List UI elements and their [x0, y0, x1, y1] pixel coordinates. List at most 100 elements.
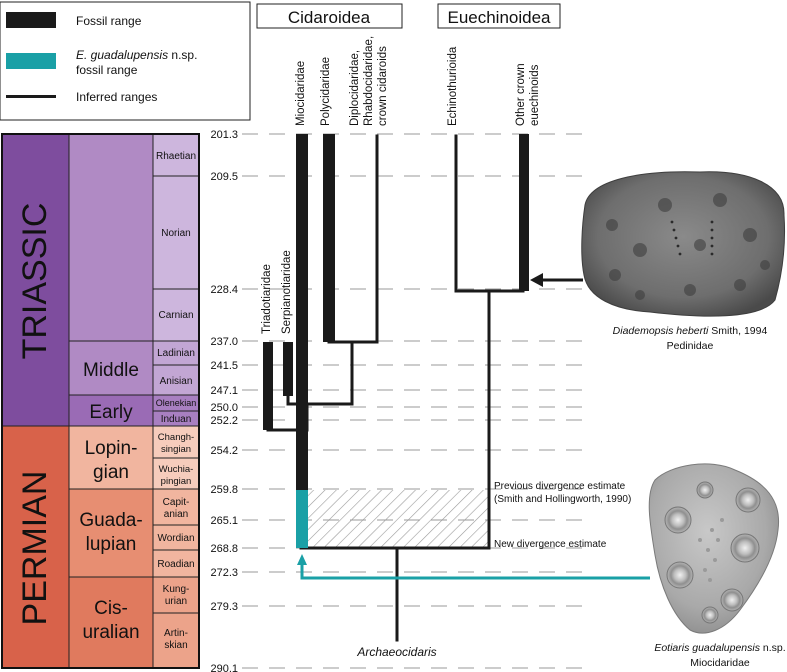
age-label: 290.1: [210, 663, 238, 672]
stage-label-capit1: Capit-: [163, 497, 190, 508]
svg-text:E. guadalupensis n.sp.: E. guadalupensis n.sp.: [76, 48, 197, 62]
stage-label-induan: Induan: [161, 414, 192, 425]
eotiaris-arrowhead: [297, 554, 307, 565]
stage-anisian: [152, 364, 200, 396]
age-label: 268.8: [210, 543, 238, 555]
divergence-uncertainty-area: [305, 490, 490, 548]
taxon-label-polycidaridae: Polycidaridae: [320, 57, 332, 126]
epoch-label-early: Early: [89, 402, 133, 423]
stage-label-capit2: anian: [164, 509, 188, 520]
age-label: 250.0: [210, 402, 238, 414]
taxon-label-archaeocidaris: Archaeocidaris: [356, 645, 436, 659]
epoch-cisuralian: [68, 576, 154, 669]
age-label: 228.4: [210, 284, 238, 296]
legend-inferred-label: Inferred ranges: [76, 90, 157, 104]
epoch-label-lopin2: gian: [93, 462, 129, 483]
epoch-middle-triassic: [68, 340, 154, 396]
epoch-label-guada1: Guada-: [79, 510, 142, 531]
caption-eotiaris-species: Eotiaris guadalupensis: [654, 642, 760, 654]
epoch-guadalupian: [68, 488, 154, 578]
age-label: 247.1: [210, 385, 238, 397]
period-label-triassic: TRIASSIC: [16, 203, 54, 360]
annotation-previous-2: (Smith and Hollingworth, 1990): [494, 494, 631, 505]
fossil-range-triadotiaridae: [263, 342, 273, 430]
stage-label-anisian: Anisian: [160, 376, 193, 387]
fossil-range-other-euechinoids: [519, 134, 529, 291]
caption-diademopsis-author: Smith, 1994: [708, 325, 767, 337]
stage-label-artin1: Artin-: [164, 628, 188, 639]
stage-label-changh1: Changh-: [158, 432, 194, 443]
svg-text:Eotiaris guadalupensis n.sp.: Eotiaris guadalupensis n.sp.: [654, 642, 785, 654]
taxon-label-miocidaridae: Miocidaridae: [295, 61, 307, 126]
age-label: 259.8: [210, 484, 238, 496]
epoch-label-guada2: lupian: [86, 534, 137, 555]
taxon-label-diplo3: crown cidaroids: [377, 46, 389, 126]
fossil-range-serpianotiaridae: [283, 342, 293, 396]
epoch-label-middle: Middle: [83, 360, 139, 381]
annotation-new-estimate: New divergence estimate: [494, 539, 607, 550]
stage-label-norian: Norian: [161, 228, 190, 239]
epoch-label-cis2: uralian: [82, 622, 139, 643]
stage-label-changh2: singian: [161, 444, 191, 455]
epoch-late-triassic: [68, 133, 154, 342]
age-label: 241.5: [210, 360, 238, 372]
stage-label-wordian: Wordian: [157, 533, 194, 544]
clade-box-euechinoidea: [437, 3, 561, 29]
eotiaris-fossil-image: [648, 463, 780, 634]
period-triassic: [1, 133, 70, 427]
legend-species-suffix: n.sp.: [168, 48, 197, 62]
taxon-label-diplo2: Rhabdocidaridae,: [363, 36, 375, 126]
taxon-label-echinothurioida: Echinothurioida: [447, 46, 459, 126]
legend-species-name: E. guadalupensis: [76, 48, 168, 62]
epoch-early-triassic: [68, 394, 154, 427]
epoch-label-lopin1: Lopin-: [85, 438, 138, 459]
taxon-label-diplo1: Diplocidaridae,: [349, 50, 361, 126]
taxon-label-other2: euechinoids: [529, 64, 541, 126]
stage-label-rhaetian: Rhaetian: [156, 151, 196, 162]
diademopsis-fossil-image: [581, 171, 786, 317]
fossil-range-eotiaris: [296, 490, 308, 548]
age-label: 279.3: [210, 601, 238, 613]
clade-box-cidaroidea: [256, 3, 403, 29]
fossil-range-miocidaridae: [296, 134, 308, 490]
age-label: 272.3: [210, 567, 238, 579]
taxon-label-other1: Other crown: [515, 63, 527, 126]
age-label: 201.3: [210, 129, 238, 141]
legend-species-line2: fossil range: [76, 63, 138, 77]
legend-swatch-inferred: [6, 95, 56, 98]
legend-swatch-fossil: [6, 12, 56, 28]
stage-wordian: [152, 524, 200, 551]
age-label: 265.1: [210, 515, 238, 527]
stage-capitanian: [152, 488, 200, 526]
age-label: 252.2: [210, 415, 238, 427]
stage-label-ladinian: Ladinian: [157, 348, 195, 359]
legend: Fossil range E. guadalupensis n.sp. foss…: [0, 1, 251, 121]
stage-wuchiapingian: [152, 457, 200, 490]
stage-carnian: [152, 288, 200, 342]
stage-label-carnian: Carnian: [158, 310, 193, 321]
stage-label-kung2: urian: [165, 596, 187, 607]
stage-label-artin2: skian: [164, 640, 187, 651]
timescale-border: [1, 133, 200, 669]
epoch-label-cis1: Cis-: [94, 598, 128, 619]
stage-label-wuchia1: Wuchia-: [159, 464, 194, 475]
period-label-permian: PERMIAN: [16, 471, 54, 626]
fossil-range-polycidaridae: [323, 134, 335, 342]
clade-label-euechinoidea: Euechinoidea: [447, 8, 551, 27]
svg-text:Diademopsis heberti Smith, 199: Diademopsis heberti Smith, 1994: [613, 325, 768, 337]
tree-fossil-ranges: [263, 134, 529, 490]
geologic-timescale: TRIASSIC PERMIAN Middle Early Lopin- gia…: [1, 133, 200, 669]
taxon-label-serpianotiaridae: Serpianotiaridae: [281, 250, 293, 334]
eotiaris-connector: [300, 560, 650, 580]
caption-diademopsis-species: Diademopsis heberti: [613, 325, 709, 337]
annotation-previous-1: Previous divergence estimate: [494, 481, 626, 492]
stage-kungurian: [152, 576, 200, 614]
legend-swatch-species: [6, 53, 56, 69]
stage-ladinian: [152, 340, 200, 366]
age-label: 209.5: [210, 171, 238, 183]
age-label: 237.0: [210, 336, 238, 348]
legend-fossil-label: Fossil range: [76, 14, 142, 28]
epoch-lopingian: [68, 425, 154, 490]
stage-label-olenekian: Olenekian: [156, 398, 197, 408]
